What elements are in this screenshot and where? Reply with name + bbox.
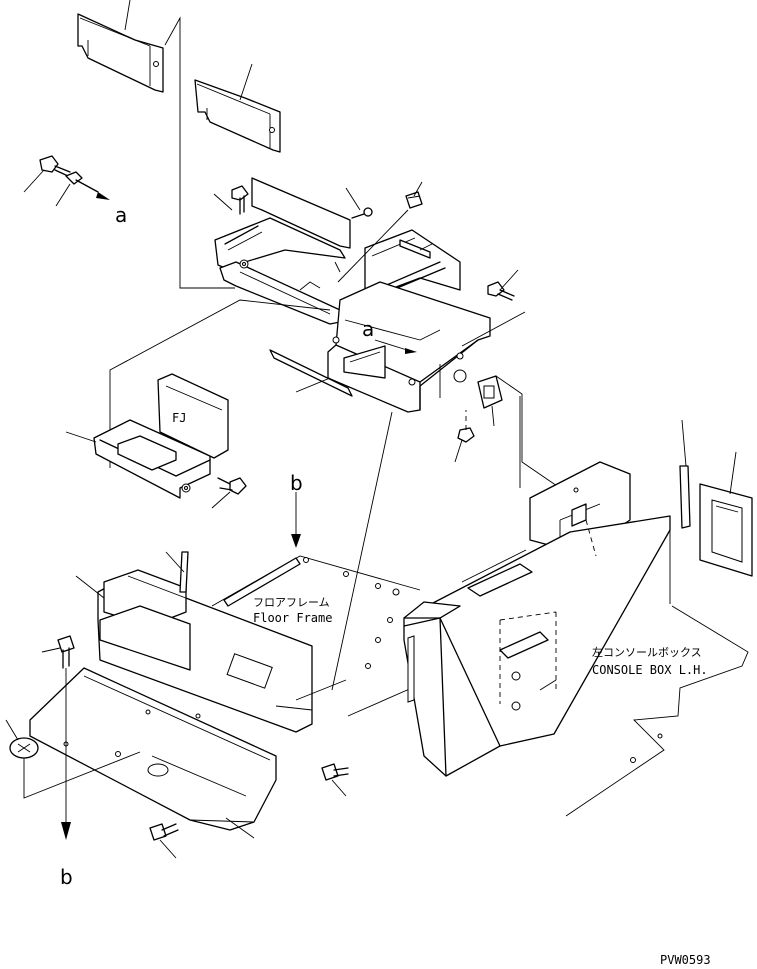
cover-plate-top-1 [77,13,164,93]
callout-line-16 [65,431,97,443]
leader-line-left [109,299,331,468]
callout-line-3 [239,63,253,101]
drawing-number: PVW0593 [660,953,711,967]
callout-line-20 [225,817,255,839]
bolt-bracket-left [231,185,249,215]
arrow-b-top [291,534,301,548]
console-box-en: CONSOLE BOX L.H. [592,663,708,677]
callout-line-5 [55,183,71,207]
cover-panel-upper [97,569,313,733]
seal-strip-right [679,465,691,529]
svg-text:FJ: FJ [172,411,186,425]
mat-frame [699,483,753,577]
callout-line-12 [461,311,526,347]
floor-frame-en: Floor Frame [253,611,332,625]
leader-line-plug [23,751,141,799]
ref-b-top: b [290,471,303,495]
callout-line-9 [337,209,409,283]
plug-cap [9,737,39,759]
callout-line-17 [211,491,231,509]
floor-frame-jp: フロアフレーム [253,596,330,609]
callout-line-2 [164,16,235,289]
strip-foam [269,349,353,397]
ref-a-left: a [115,203,127,227]
bolt-cover-right [321,763,349,781]
callout-line-26 [681,419,687,467]
bolt-left-top [39,155,71,177]
callout-line-8 [413,181,423,197]
bolt-cover-top [57,635,75,669]
callout-line-18 [75,575,105,599]
rubber-strip [399,239,431,259]
callout-line-21 [151,755,247,797]
callout-line-19 [165,551,185,573]
callout-line-7 [345,187,361,211]
clip-part [65,171,99,193]
ref-b-bottom: b [60,865,73,889]
arrow-a-left [96,192,110,200]
callout-line-11 [499,269,519,291]
bolt-cover-bottom [149,823,179,841]
main-bracket: a [214,177,491,413]
screw-small [351,207,373,219]
leader-line-panel [295,679,347,701]
cover-panel-lower [29,667,277,831]
ref-a-inner: a [362,317,374,341]
grommet-square [477,375,503,409]
leader-line-right [495,375,561,489]
callout-line-27 [729,451,737,495]
callout-line-14 [454,439,463,463]
bolt-side-bracket [217,477,247,495]
hidden-line-2 [585,519,597,557]
leader-line-long [331,411,393,691]
callout-line-24 [331,779,347,797]
floor-outline-right [565,605,749,817]
callout-line-13 [295,377,331,393]
cover-plate-top-2 [194,79,281,153]
clip-top [405,191,423,209]
bolt-right [487,281,515,301]
callout-line-6 [213,193,233,211]
callout-line-10 [419,243,433,251]
floor-frame-rail [223,557,301,607]
callout-line-15 [491,405,495,427]
console-box [403,461,671,777]
arrow-b-bottom [61,822,71,840]
callout-line-4 [23,169,45,193]
callout-line-22 [41,647,61,653]
callout-line-23 [5,719,19,741]
nut-below [457,427,475,443]
callout-line-1 [124,0,131,31]
console-box-jp: 左コンソールボックス [592,646,702,659]
callout-line-25 [159,839,177,859]
side-bracket: FJ [93,373,229,499]
